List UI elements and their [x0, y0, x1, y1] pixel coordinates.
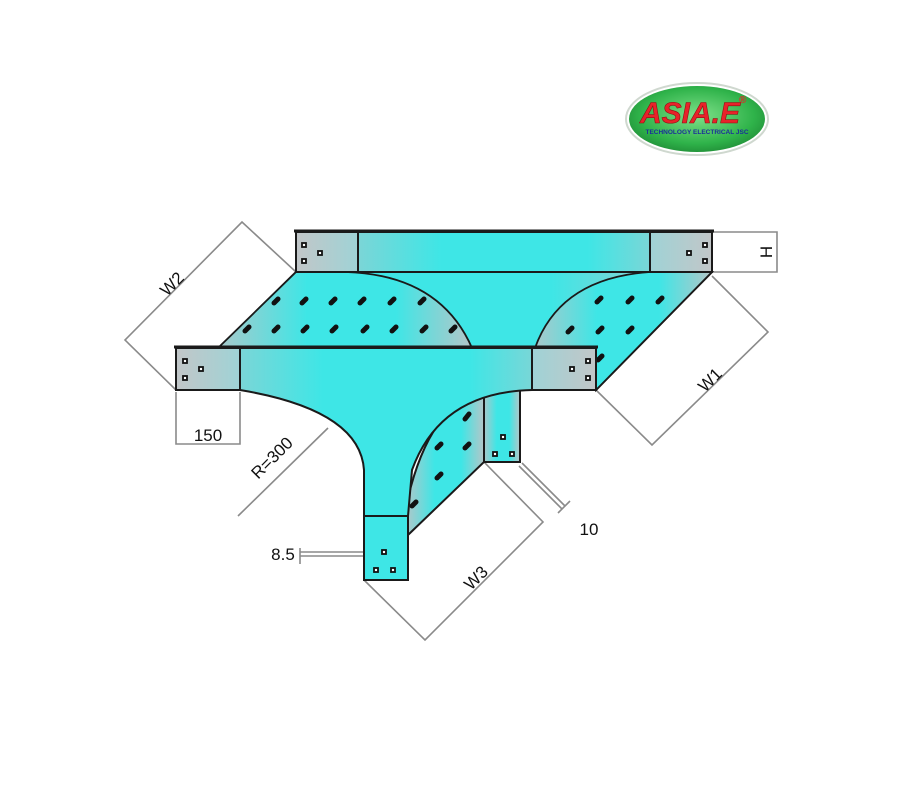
label-w2: W2 — [156, 268, 187, 299]
label-w1: W1 — [694, 364, 725, 395]
dim-10-tick — [557, 500, 571, 514]
perforation-slots-right — [565, 295, 665, 363]
label-radius: R=300 — [248, 434, 297, 483]
dim-10-line-a — [521, 462, 566, 507]
logo-brand: ASIA.E — [639, 97, 741, 130]
splice-plate-back-right — [649, 231, 713, 273]
dim-radius-line — [237, 427, 329, 517]
dim-w1-line — [595, 275, 770, 447]
label-hole-offset: 8.5 — [271, 545, 295, 564]
front-tee-wall — [174, 345, 598, 581]
back-side-rail — [294, 229, 714, 273]
dim-150-line — [175, 392, 241, 445]
splice-plate-front-left — [175, 347, 241, 391]
label-flange-150: 150 — [194, 426, 222, 445]
splice-plate-branch — [363, 515, 409, 581]
splice-plate-back-left — [295, 231, 359, 273]
dim-w2-line — [123, 220, 297, 391]
logo-oval — [629, 86, 765, 152]
logo-registered-mark: ® — [739, 95, 747, 106]
dim-10-line-b — [518, 465, 563, 510]
perforation-slots-left — [242, 296, 458, 334]
splice-plate-front-right — [531, 347, 597, 391]
company-logo: ASIA.E ® TECHNOLOGY ELECTRICAL JSC — [625, 82, 769, 156]
dim-h-line — [712, 231, 778, 273]
logo-tagline: TECHNOLOGY ELECTRICAL JSC — [645, 129, 748, 136]
dim-w3-line — [363, 461, 545, 642]
label-edge-offset: 10 — [580, 520, 599, 539]
label-w3: W3 — [460, 562, 491, 593]
label-h: H — [757, 246, 776, 258]
